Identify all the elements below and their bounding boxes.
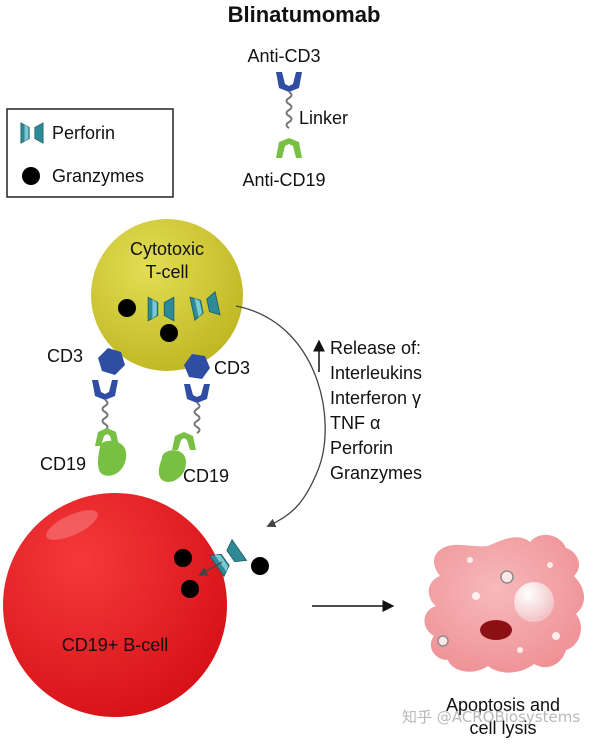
- lysed-cell: Apoptosis and cell lysis: [424, 534, 585, 738]
- release-list: Release of: Interleukins Interferon γ TN…: [313, 338, 422, 483]
- cd19-left-label: CD19: [40, 454, 86, 474]
- vacuole: [514, 582, 554, 622]
- release-item: Interleukins: [330, 363, 422, 383]
- anti-cd3-fragment-left: [92, 380, 118, 400]
- vesicle: [472, 592, 480, 600]
- vesicle: [552, 632, 560, 640]
- vacuole: [437, 635, 449, 647]
- anti-cd3-fragment-right: [184, 384, 210, 403]
- bcell-highlight: [46, 510, 98, 540]
- entry-arrow: [198, 561, 223, 576]
- vesicle: [467, 557, 473, 563]
- cd3-receptor-right: [184, 354, 210, 379]
- fragmented-nucleus: [480, 620, 512, 640]
- granzyme-icon: [22, 167, 40, 185]
- granzyme-icon: [160, 324, 178, 342]
- anti-cd3-fragment: [276, 72, 302, 92]
- granzyme-icon: [181, 580, 199, 598]
- bcell-label: CD19+ B-cell: [62, 635, 169, 655]
- linker-chain-left: [101, 399, 109, 431]
- cd3-receptor-left: [98, 348, 125, 375]
- linker-chain: [285, 91, 293, 129]
- granzyme-icon: [118, 299, 136, 317]
- release-item: Granzymes: [330, 463, 422, 483]
- outcome-label-line2: cell lysis: [469, 718, 536, 738]
- release-item: TNF α: [330, 413, 380, 433]
- vesicle: [547, 562, 553, 568]
- legend-granzymes-label: Granzymes: [52, 166, 144, 186]
- diagram-title: Blinatumomab: [228, 2, 381, 27]
- anti-cd19-label: Anti-CD19: [242, 170, 325, 190]
- watermark: 知乎 @ACROBiosystems: [402, 708, 580, 726]
- release-heading: Release of:: [330, 338, 421, 358]
- linker-chain-right: [193, 402, 201, 434]
- anti-cd19-fragment: [276, 138, 302, 158]
- bcell-body: [3, 493, 227, 717]
- release-flow-arrow: [235, 305, 326, 528]
- legend-perforin-label: Perforin: [52, 123, 115, 143]
- legend: Perforin Granzymes: [6, 108, 174, 198]
- cd3-right-label: CD3: [214, 358, 250, 378]
- blinatumomab-molecule: Anti-CD3 Linker Anti-CD19: [242, 46, 348, 190]
- outcome-label-line1: Apoptosis and: [446, 695, 560, 715]
- granzyme-icon: [174, 549, 192, 567]
- cd19-right-label: CD19: [183, 466, 229, 486]
- vacuole: [500, 570, 514, 584]
- release-item: Interferon γ: [330, 388, 421, 408]
- left-bridge: CD3 CD19: [40, 346, 127, 476]
- anti-cd3-label: Anti-CD3: [247, 46, 320, 66]
- right-bridge: CD3 CD19: [158, 354, 250, 486]
- cd19-receptor-right: [158, 450, 186, 482]
- granzyme-icon: [251, 557, 269, 575]
- tcell-label-line1: Cytotoxic: [130, 239, 204, 259]
- release-item: Perforin: [330, 438, 393, 458]
- tcell-label-line2: T-cell: [145, 262, 188, 282]
- linker-label: Linker: [299, 108, 348, 128]
- cd3-left-label: CD3: [47, 346, 83, 366]
- anti-cd19-fragment-right: [172, 432, 196, 450]
- lysed-cell-body: [424, 534, 585, 673]
- cytotoxic-tcell: Cytotoxic T-cell: [91, 219, 243, 371]
- cd19-bcell: CD19+ B-cell: [3, 493, 269, 717]
- cd19-receptor-left: [98, 440, 127, 476]
- tcell-body: [91, 219, 243, 371]
- vesicle: [517, 647, 523, 653]
